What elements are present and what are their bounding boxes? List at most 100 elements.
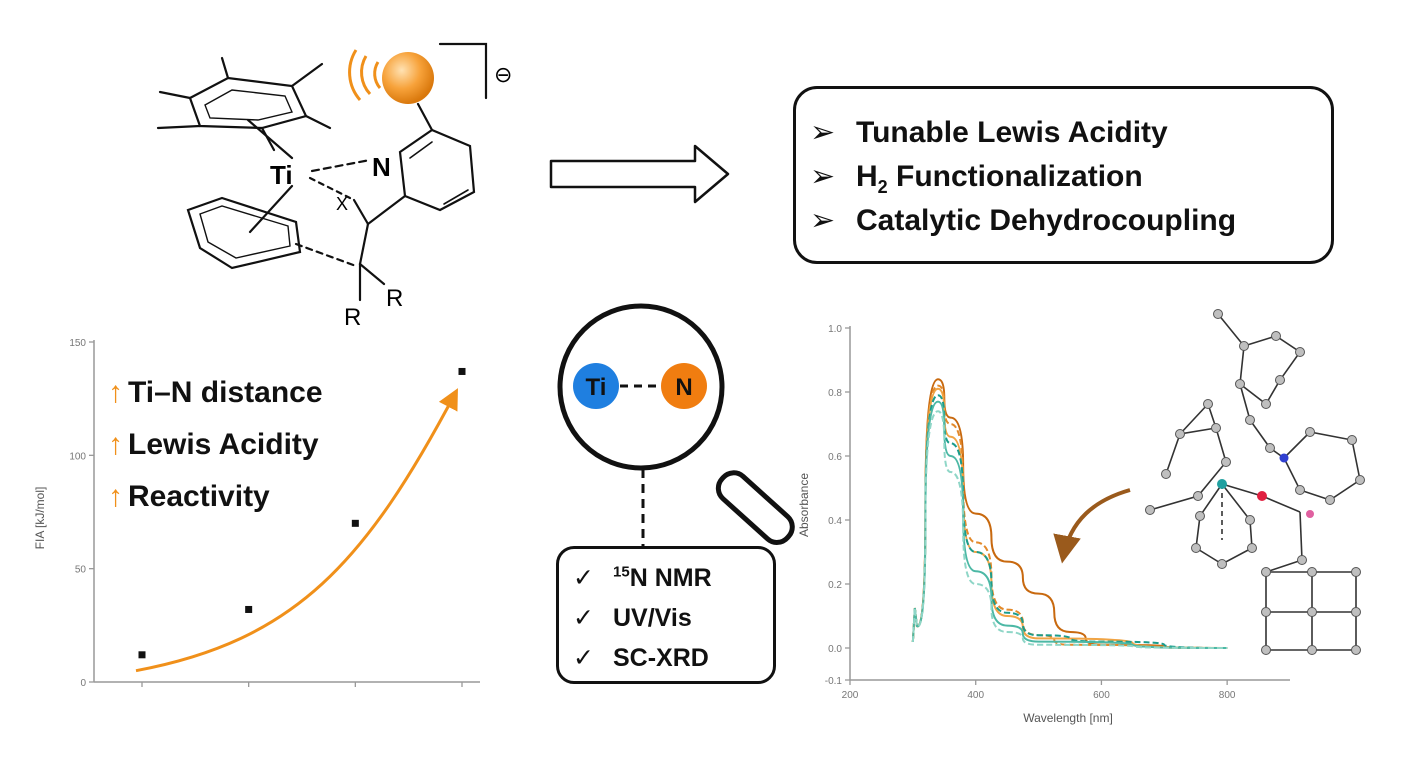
feature-item-dehydrocoupling: ➢Catalytic Dehydrocoupling	[810, 204, 1237, 237]
features-box: ➢Tunable Lewis Acidity ➢H2 Functionaliza…	[793, 86, 1334, 264]
xrd-titanium-atom	[1217, 479, 1227, 489]
spectrum-pointer-arrow	[1053, 488, 1131, 564]
cp-ring	[186, 196, 302, 270]
method-sc-xrd: ✓SC-XRD	[573, 644, 709, 672]
xrd-carbon-atom	[1355, 475, 1365, 485]
fia-y-tick-label: 150	[69, 338, 86, 349]
xrd-carbon-atom	[1213, 309, 1223, 319]
crystal-atoms	[1145, 309, 1365, 655]
ti-atom-label: Ti	[270, 160, 293, 190]
xrd-carbon-atom	[1295, 485, 1305, 495]
up-arrow-icon: ↑	[108, 480, 123, 513]
xrd-carbon-atom	[1193, 491, 1203, 501]
uv-x-axis-label: Wavelength [nm]	[1023, 711, 1113, 725]
xrd-carbon-atom	[1191, 543, 1201, 553]
fia-y-tick-label: 100	[69, 451, 86, 462]
xrd-carbon-atom	[1295, 347, 1305, 357]
n-atom-label: N	[372, 152, 391, 182]
xrd-carbon-atom	[1307, 567, 1317, 577]
uv-series-line	[911, 410, 1228, 649]
fia-y-tick-label: 0	[80, 678, 86, 689]
uv-x-tick-label: 200	[842, 690, 859, 701]
methods-box: ✓15N NMR ✓UV/Vis ✓SC-XRD	[556, 546, 776, 684]
signal-arcs	[348, 49, 382, 101]
feature-item-lewis-acidity: ➢Tunable Lewis Acidity	[810, 116, 1168, 149]
fia-data-point	[351, 519, 359, 527]
ti-atom-ball	[573, 363, 619, 409]
xrd-nitrogen-atom	[1279, 453, 1289, 463]
uv-y-tick-label: 0.2	[828, 580, 842, 591]
fia-y-axis-label: FIA [kJ/mol]	[33, 487, 47, 550]
xrd-carbon-atom	[1261, 399, 1271, 409]
xrd-carbon-atom	[1275, 375, 1285, 385]
xrd-carbon-atom	[1145, 505, 1155, 515]
check-icon: ✓	[573, 604, 594, 632]
bullet-arrow-icon: ➢	[810, 116, 836, 149]
pyridine-ring	[398, 128, 476, 212]
method-uv-vis: ✓UV/Vis	[573, 604, 692, 632]
bullet-arrow-icon: ➢	[810, 204, 836, 237]
xrd-carbon-atom	[1235, 379, 1245, 389]
xrd-carbon-atom	[1261, 607, 1271, 617]
uv-y-tick-label: 1.0	[828, 324, 842, 335]
fia-data-point	[138, 651, 146, 659]
uv-y-axis-label: Absorbance	[797, 473, 811, 537]
xrd-carbon-atom	[1351, 607, 1361, 617]
check-icon: ✓	[573, 564, 594, 592]
fia-y-tick-label: 50	[75, 565, 87, 576]
up-arrow-icon: ↑	[108, 376, 123, 409]
xrd-carbon-atom	[1271, 331, 1281, 341]
fia-data-point	[458, 367, 466, 375]
xrd-carbon-atom	[1325, 495, 1335, 505]
xrd-carbon-atom	[1217, 559, 1227, 569]
r-label-right: R	[386, 285, 403, 312]
transformation-arrow	[549, 144, 730, 204]
xrd-carbon-atom	[1307, 645, 1317, 655]
bullet-arrow-icon: ➢	[810, 160, 836, 193]
xrd-carbon-atom	[1265, 443, 1275, 453]
uv-x-tick-label: 400	[967, 690, 984, 701]
n-atom-ball	[661, 363, 707, 409]
fia-data-point	[245, 605, 253, 613]
xrd-carbon-atom	[1221, 457, 1231, 467]
method-15n-nmr: ✓15N NMR	[573, 563, 712, 592]
trend-reactivity: ↑Reactivity	[108, 480, 270, 513]
xrd-carbon-atom	[1261, 567, 1271, 577]
uv-series-line	[911, 378, 1228, 649]
trend-ti-n-distance: ↑Ti–N distance	[108, 376, 323, 409]
xrd-carbon-atom	[1351, 645, 1361, 655]
xrd-carbon-atom	[1297, 555, 1307, 565]
xrd-heteroatom	[1257, 491, 1267, 501]
uv-y-tick-label: 0.4	[828, 516, 842, 527]
xrd-carbon-atom	[1175, 429, 1185, 439]
substituent-ball	[382, 52, 434, 104]
uv-y-tick-label: -0.1	[825, 676, 843, 687]
xrd-carbon-atom	[1347, 435, 1357, 445]
xrd-carbon-atom	[1161, 469, 1171, 479]
xrd-carbon-atom	[1211, 423, 1221, 433]
trend-lewis-acidity: ↑Lewis Acidity	[108, 428, 319, 461]
magnifier-n-label: N	[675, 374, 692, 401]
fia-trend-curve	[135, 388, 458, 673]
x-atom-label: X	[336, 194, 348, 214]
uv-series-line	[911, 384, 1228, 649]
up-arrow-icon: ↑	[108, 428, 123, 461]
xrd-carbon-atom	[1307, 607, 1317, 617]
xrd-carbon-atom	[1195, 511, 1205, 521]
xrd-carbon-atom	[1351, 567, 1361, 577]
xrd-carbon-atom	[1245, 515, 1255, 525]
magnifier-glass: Ti N	[557, 303, 795, 546]
xrd-carbon-atom	[1261, 645, 1271, 655]
uv-y-tick-label: 0.8	[828, 388, 842, 399]
r-label-lower: R	[344, 304, 361, 331]
uv-y-tick-label: 0.6	[828, 452, 842, 463]
molecule-structure	[156, 42, 488, 302]
uv-x-tick-label: 800	[1219, 690, 1236, 701]
magnifier-ti-label: Ti	[586, 374, 607, 401]
xrd-carbon-atom	[1247, 543, 1257, 553]
uv-y-tick-label: 0.0	[828, 644, 842, 655]
uv-series-line	[911, 400, 1228, 649]
xrd-heteroatom-2	[1306, 510, 1314, 518]
